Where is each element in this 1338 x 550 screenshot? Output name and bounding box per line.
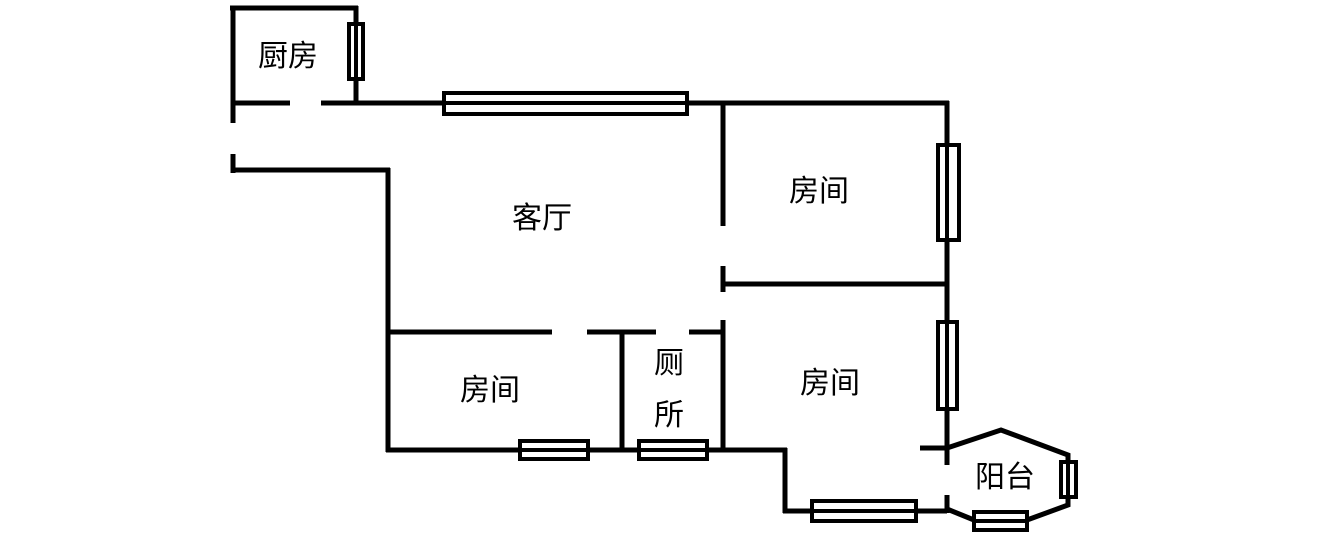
kitchen-label: 厨房 (258, 39, 318, 74)
bedroom-southeast-label: 房间 (800, 366, 860, 401)
balcony-door-walls (920, 409, 950, 513)
balcony-label: 阳台 (975, 460, 1035, 495)
living-room-label: 客厅 (512, 201, 572, 236)
bedroom-northeast-label: 房间 (789, 174, 849, 209)
se-bedroom-east-window (936, 320, 959, 411)
balcony-east-window (1059, 460, 1078, 499)
bedroom-southwest-label: 房间 (460, 373, 520, 408)
toilet-label-line2: 所 (654, 398, 684, 433)
toilet-window (637, 439, 709, 461)
balcony-south-window (972, 510, 1029, 532)
entry-walls (230, 154, 391, 452)
south-interior-walls (388, 320, 726, 452)
toilet-label-line1: 厕 (654, 346, 684, 381)
kitchen-window (347, 22, 365, 81)
south-walls (386, 447, 947, 514)
top-window (442, 91, 689, 116)
se-bedroom-south-window (810, 499, 918, 523)
sw-bedroom-window (518, 439, 590, 461)
ne-bedroom-walls (720, 101, 950, 322)
ne-bedroom-window (936, 143, 961, 242)
